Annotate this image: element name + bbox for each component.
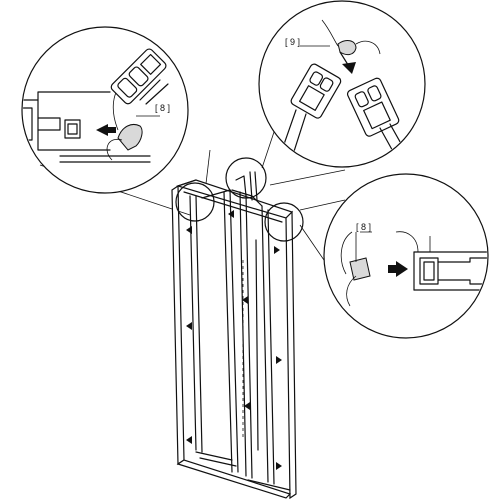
frame-arrow-3 [186,436,192,444]
frame-arrow-6 [244,402,250,410]
door-frame [171,171,297,500]
detail-tr-label: [ 9 ] [285,37,300,47]
frame-arrow-8 [276,356,282,364]
detail-r-label: [ 8 ] [356,222,371,232]
detail-marker-right [264,202,304,242]
detail-tr-arrow [342,62,356,74]
detail-tl-arrow [96,124,108,136]
detail-tl-label: [ 8 ] [155,103,170,113]
frame-arrows [186,210,282,470]
detail-marker-left [175,182,215,222]
detail-marker-top [225,157,267,199]
detail-markers [175,157,304,242]
frame-arrow-1 [186,226,192,234]
detail-top-left: [ 8 ] [21,26,189,194]
detail-r-arrow [396,261,408,277]
frame-arrow-4 [228,210,234,218]
detail-right: [ 8 ] [323,173,489,339]
frame-arrow-7 [274,246,280,254]
frame-arrow-5 [242,296,248,304]
detail-top-right: [ 9 ] [258,0,426,168]
frame-arrow-9 [276,462,282,470]
frame-arrow-2 [186,322,192,330]
